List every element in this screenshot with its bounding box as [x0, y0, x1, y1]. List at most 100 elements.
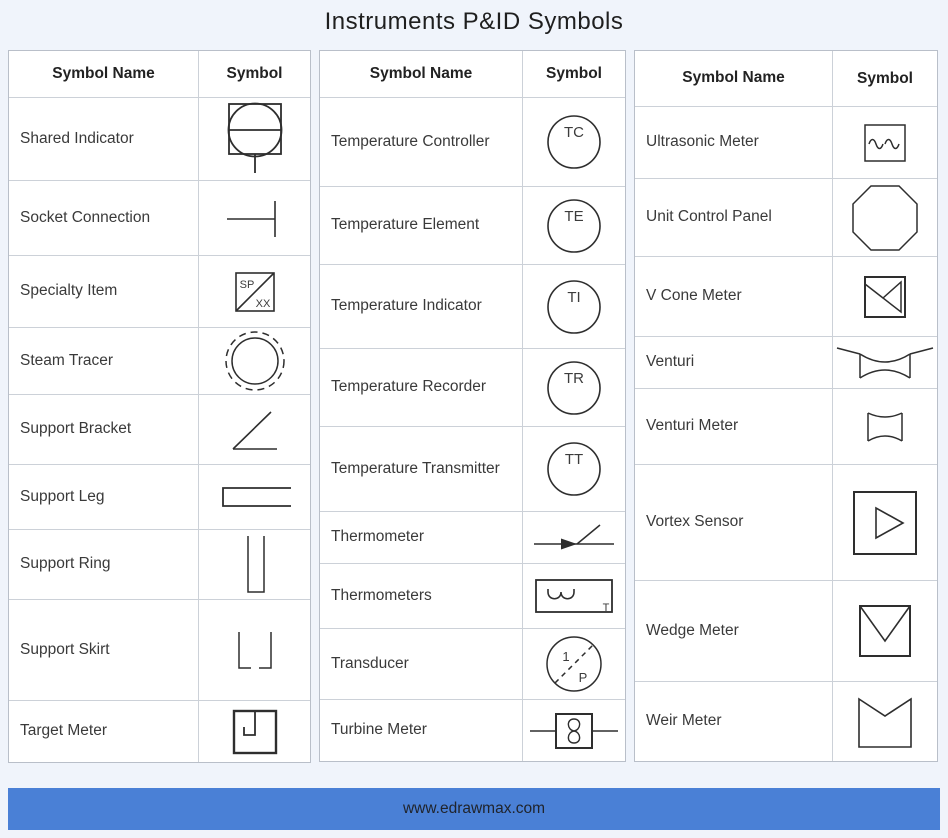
temperature-indicator-icon: TI — [547, 279, 601, 334]
table-row: Thermometers T — [320, 563, 625, 628]
svg-text:P: P — [579, 670, 588, 685]
tables-area: Symbol Name Symbol Shared Indicator Sock… — [0, 50, 948, 763]
svg-text:XX: XX — [255, 298, 270, 310]
svg-text:TT: TT — [565, 451, 583, 468]
table-row: Temperature Recorder TR — [320, 348, 625, 426]
symbol-name-cell: Temperature Element — [331, 216, 480, 234]
table-row: Temperature Element TE — [320, 186, 625, 264]
column-header-symbol-name: Symbol Name — [52, 64, 155, 82]
symbol-cell — [198, 181, 310, 255]
symbol-name-cell: Support Skirt — [20, 640, 110, 658]
table-row: Weir Meter — [635, 681, 937, 761]
table-row: Temperature Transmitter TT — [320, 426, 625, 511]
table-row: Thermometer — [320, 511, 625, 563]
symbol-cell — [198, 328, 310, 394]
table-row: Vortex Sensor — [635, 464, 937, 580]
target-meter-icon — [232, 709, 277, 754]
symbol-cell — [522, 700, 625, 761]
symbol-cell — [832, 337, 937, 388]
symbol-name-cell: Support Ring — [20, 555, 111, 573]
symbol-name-cell: Socket Connection — [20, 208, 151, 226]
symbol-cell — [522, 512, 625, 563]
symbol-name-cell: Support Leg — [20, 487, 105, 505]
column-header-symbol: Symbol — [198, 51, 310, 97]
symbol-cell — [832, 107, 937, 178]
table-row: Steam Tracer — [9, 327, 310, 394]
table-row: Venturi Meter — [635, 388, 937, 464]
svg-text:TC: TC — [564, 124, 584, 141]
table-row: V Cone Meter — [635, 256, 937, 336]
temperature-element-icon: TE — [547, 198, 601, 253]
table-row: Venturi — [635, 336, 937, 388]
specialty-item-icon: SP XX — [234, 271, 275, 312]
table-row: Support Ring — [9, 529, 310, 599]
vortex-sensor-icon — [853, 490, 917, 555]
page-title: Instruments P&ID Symbols — [324, 8, 624, 35]
symbol-cell — [832, 389, 937, 464]
footer-url: www.edrawmax.com — [402, 800, 546, 817]
symbol-cell: TC — [522, 98, 625, 186]
symbol-name-cell: Target Meter — [20, 722, 108, 740]
temperature-transmitter-icon: TT — [547, 442, 601, 496]
symbol-cell — [832, 465, 937, 580]
column-header-symbol: Symbol — [832, 51, 937, 106]
svg-text:1: 1 — [562, 649, 569, 664]
thermometer-icon — [534, 523, 614, 549]
symbol-name-cell: Steam Tracer — [20, 351, 114, 369]
symbol-name-cell: Turbine Meter — [331, 721, 427, 739]
svg-text:TE: TE — [564, 208, 583, 225]
table-header-row: Symbol Name Symbol — [9, 51, 310, 97]
symbol-cell: 1 P — [522, 629, 625, 699]
ultrasonic-meter-icon — [864, 123, 906, 162]
v-cone-meter-icon — [864, 275, 906, 318]
svg-text:TI: TI — [567, 289, 580, 306]
table-row: Ultrasonic Meter — [635, 106, 937, 178]
thermometers-icon: T — [535, 579, 613, 614]
socket-connection-icon — [226, 201, 276, 237]
svg-text:SP: SP — [239, 279, 254, 291]
symbol-name-cell: Temperature Controller — [331, 132, 490, 150]
symbol-name-cell: Temperature Transmitter — [331, 459, 500, 477]
temperature-recorder-icon: TR — [547, 360, 601, 415]
symbol-name-cell: Venturi — [646, 353, 695, 371]
symbol-cell: TI — [522, 265, 625, 348]
symbol-name-cell: Vortex Sensor — [646, 513, 744, 531]
symbols-table-1: Symbol Name Symbol Shared Indicator Sock… — [8, 50, 311, 763]
table-row: Socket Connection — [9, 180, 310, 255]
symbol-name-cell: V Cone Meter — [646, 287, 742, 305]
symbols-table-3: Symbol Name Symbol Ultrasonic Meter Unit… — [634, 50, 938, 762]
table-row: Unit Control Panel — [635, 178, 937, 256]
table-row: Transducer 1 P — [320, 628, 625, 699]
symbol-name-cell: Venturi Meter — [646, 417, 739, 435]
shared-indicator-icon — [227, 102, 282, 173]
symbol-cell — [832, 179, 937, 256]
table-header-row: Symbol Name Symbol — [320, 51, 625, 97]
symbol-name-cell: Shared Indicator — [20, 129, 134, 147]
symbol-name-cell: Thermometer — [331, 528, 425, 546]
support-ring-icon — [246, 535, 265, 593]
turbine-meter-icon — [530, 712, 618, 749]
symbol-name-cell: Wedge Meter — [646, 621, 739, 639]
symbol-cell: TE — [522, 187, 625, 264]
symbol-cell: T — [522, 564, 625, 628]
symbol-cell — [198, 98, 310, 180]
table-row: Specialty Item SP XX — [9, 255, 310, 327]
symbol-name-cell: Unit Control Panel — [646, 208, 772, 226]
support-bracket-icon — [231, 410, 277, 450]
symbol-cell: TT — [522, 427, 625, 511]
table-row: Support Skirt — [9, 599, 310, 700]
support-leg-icon — [221, 487, 291, 507]
column-header-symbol: Symbol — [522, 51, 625, 97]
table-row: Target Meter — [9, 700, 310, 762]
table-header-row: Symbol Name Symbol — [635, 51, 937, 106]
symbol-cell: SP XX — [198, 256, 310, 327]
symbol-name-cell: Transducer — [331, 654, 409, 672]
symbol-cell — [198, 600, 310, 700]
table-row: Temperature Indicator TI — [320, 264, 625, 348]
symbol-cell — [198, 530, 310, 599]
transducer-icon: 1 P — [546, 636, 602, 692]
symbol-name-cell: Temperature Indicator — [331, 297, 482, 315]
symbol-name-cell: Ultrasonic Meter — [646, 133, 759, 151]
table-row: Wedge Meter — [635, 580, 937, 681]
